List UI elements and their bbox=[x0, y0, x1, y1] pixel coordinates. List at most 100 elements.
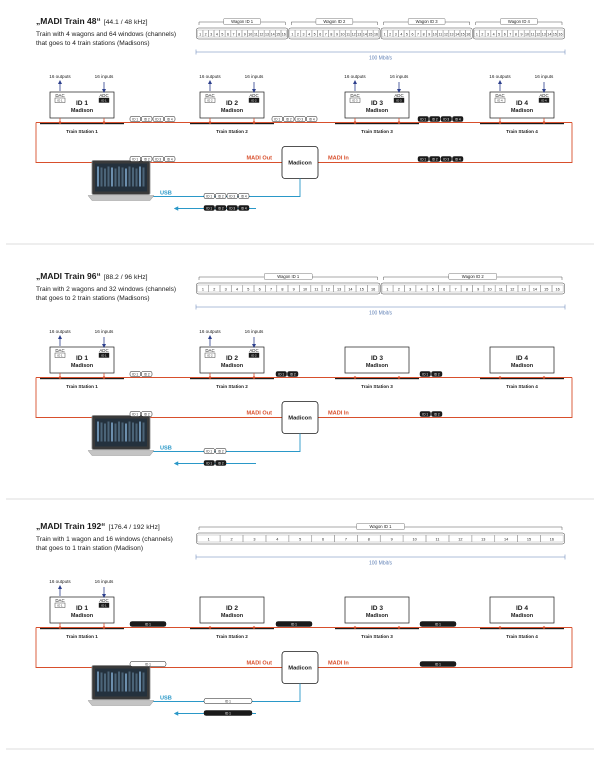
channel-window bbox=[540, 534, 564, 543]
channel-number: 12 bbox=[259, 32, 263, 36]
wagon-chip-label: ID 1 bbox=[435, 622, 441, 626]
wagon-chip-label: ID 2 bbox=[432, 117, 438, 121]
wagon-label-box bbox=[500, 18, 538, 25]
channel-window bbox=[208, 284, 220, 293]
channel-number: 9 bbox=[428, 32, 430, 36]
inputs-label: 16 inputs bbox=[245, 329, 264, 334]
mixer-fader bbox=[107, 671, 110, 692]
device-id: ID 3 bbox=[371, 355, 383, 362]
channel-number: 8 bbox=[281, 287, 283, 291]
madi-out-line bbox=[35, 122, 282, 163]
channel-window bbox=[404, 29, 410, 38]
channel-number: 7 bbox=[270, 287, 272, 291]
wagon-chip bbox=[152, 156, 164, 162]
channel-window bbox=[393, 29, 399, 38]
dac-chip bbox=[204, 352, 216, 358]
channel-number: 1 bbox=[476, 32, 478, 36]
channel-window bbox=[258, 29, 265, 38]
channel-number: 5 bbox=[432, 287, 434, 291]
channel-number: 12 bbox=[510, 287, 514, 291]
channel-window bbox=[334, 29, 340, 38]
station-name: Train Station 1 bbox=[66, 384, 98, 389]
channel-window bbox=[276, 284, 289, 293]
wagon-chip-label: ID 3 bbox=[443, 117, 449, 121]
channel-window bbox=[387, 29, 393, 38]
channel-window bbox=[367, 284, 379, 293]
channel-number: 6 bbox=[319, 32, 321, 36]
mixer-fader bbox=[128, 166, 131, 187]
channel-window bbox=[220, 534, 244, 543]
channel-window bbox=[495, 284, 507, 293]
adc-label: ADC bbox=[99, 93, 108, 98]
adc-chip bbox=[98, 352, 110, 358]
train-segment-2-3: ID 1 bbox=[275, 621, 313, 627]
mixer-fader bbox=[97, 421, 99, 442]
adc-chip-label: ID 2 bbox=[251, 99, 257, 103]
wagon-chip bbox=[417, 116, 429, 122]
wagon-chip bbox=[226, 205, 238, 211]
mixer-fader bbox=[132, 167, 134, 187]
wagon-chip bbox=[164, 156, 176, 162]
channel-number: 9 bbox=[244, 32, 246, 36]
dac-chip-label: ID 3 bbox=[352, 99, 358, 103]
channel-window bbox=[393, 284, 405, 293]
mixer-fader bbox=[128, 421, 131, 442]
station-name: Train Station 3 bbox=[361, 129, 393, 134]
channel-window bbox=[202, 29, 209, 38]
mixer-fader bbox=[97, 671, 99, 692]
channel-window bbox=[529, 284, 541, 293]
channel-window bbox=[479, 29, 486, 38]
channel-number: 3 bbox=[210, 32, 212, 36]
channel-window bbox=[513, 29, 519, 38]
channel-window bbox=[409, 29, 416, 38]
channel-window bbox=[269, 29, 276, 38]
wagon-chip-label: ID 2 bbox=[218, 449, 224, 453]
usb-label: USB bbox=[160, 191, 172, 197]
channel-number: 16 bbox=[282, 32, 286, 36]
channel-number: 3 bbox=[225, 287, 227, 291]
device-id: ID 4 bbox=[516, 100, 528, 107]
device-id: ID 2 bbox=[226, 605, 238, 612]
wagon-chip bbox=[431, 411, 443, 417]
inputs-label: 16 inputs bbox=[390, 74, 409, 79]
channel-number: 1 bbox=[208, 537, 210, 541]
wagon-chip bbox=[306, 116, 318, 122]
outputs-label: 16 outputs bbox=[49, 329, 71, 334]
device-name: Madison bbox=[71, 108, 94, 114]
wagon-chip bbox=[203, 710, 253, 716]
channel-window bbox=[459, 29, 466, 38]
channel-number: 2 bbox=[398, 287, 400, 291]
device-name: Madison bbox=[221, 613, 244, 619]
channel-number: 8 bbox=[423, 32, 425, 36]
madison-device bbox=[489, 91, 555, 119]
train-segment-3-4: ID 1 bbox=[419, 621, 457, 627]
station-name: Train Station 3 bbox=[361, 384, 393, 389]
madison-device bbox=[344, 346, 410, 374]
channel-window bbox=[448, 29, 455, 38]
wagon-label-box bbox=[264, 273, 313, 280]
mixer-fader bbox=[135, 673, 138, 692]
channel-window bbox=[328, 29, 335, 38]
train-return-out: ID 1 bbox=[129, 661, 167, 667]
laptop-base bbox=[87, 450, 155, 456]
section-title-name: „MADI Train 192“ bbox=[36, 521, 105, 531]
station-name: Train Station 3 bbox=[361, 634, 393, 639]
device-name: Madison bbox=[366, 108, 389, 114]
channel-number: 14 bbox=[504, 537, 508, 541]
station-platform bbox=[335, 627, 419, 630]
madi-in-label: MADI In bbox=[328, 661, 349, 667]
channel-number: 9 bbox=[293, 287, 295, 291]
channel-number: 16 bbox=[374, 32, 378, 36]
channel-number: 13 bbox=[481, 537, 485, 541]
dac-chip bbox=[349, 97, 361, 103]
section-sample-rate: [176.4 / 192 kHz] bbox=[108, 524, 159, 531]
wagon-chip bbox=[287, 371, 299, 377]
channel-number: 11 bbox=[499, 287, 503, 291]
wagon-chip bbox=[203, 460, 215, 466]
wagon-chip-label: ID 1 bbox=[291, 622, 297, 626]
